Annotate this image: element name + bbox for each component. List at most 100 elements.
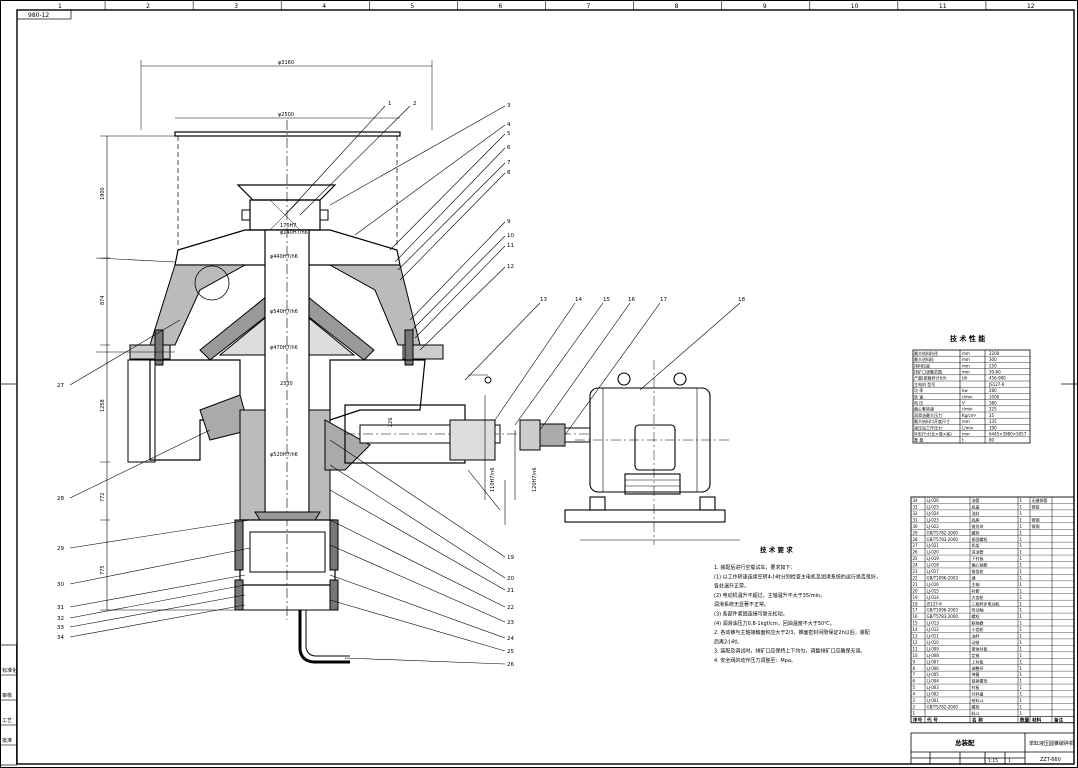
perf-value: 300 xyxy=(989,357,997,362)
perf-param: 外形尺寸(长×宽×高) xyxy=(914,431,952,437)
perf-unit: V xyxy=(962,401,965,406)
assembly-name: 总装配 xyxy=(955,738,975,747)
bom-cell: 1 xyxy=(913,711,916,716)
balloon-8: 8 xyxy=(507,170,511,176)
balloon-12: 12 xyxy=(507,264,514,270)
grid-col-1: 1 xyxy=(58,3,62,10)
perf-param: 主电机 型号 xyxy=(914,381,935,387)
bom-header: 材料 xyxy=(1031,717,1042,724)
bom-cell: 34 xyxy=(913,498,919,503)
bom-cell: 锥形块 xyxy=(972,523,984,529)
balloon-18: 18 xyxy=(738,297,745,303)
title-block xyxy=(910,732,1075,765)
bom-cell: 1 xyxy=(1020,704,1023,709)
bom-cell: 1 xyxy=(1020,511,1023,516)
bom-cell: 1 xyxy=(1020,659,1023,664)
balloon-33: 33 xyxy=(57,625,64,631)
bom-cell: 16 xyxy=(913,614,919,619)
dim-fit-3: φ540H7/h6 xyxy=(270,309,298,315)
strip-label-3: 工艺 xyxy=(2,718,12,724)
bom-cell: 1 xyxy=(1020,543,1023,548)
perf-value: 250 xyxy=(989,363,997,368)
bom-cell: 锁紧螺母 xyxy=(972,678,988,684)
perf-param: 排矿口调整范围 xyxy=(914,369,942,375)
bom-cell: LJ-005 xyxy=(927,672,940,677)
bom-cell: 铸铁 xyxy=(1032,504,1040,510)
bom-cell: 22 xyxy=(913,575,919,580)
bom-cell: LJ-011 xyxy=(927,634,940,639)
bom-cell: 主轴 xyxy=(972,581,980,587)
bom-cell: 锥体衬板 xyxy=(972,645,988,651)
leader-lines xyxy=(69,105,741,665)
dim-h1: 1900 xyxy=(100,187,106,200)
bom-cell: 8 xyxy=(913,666,916,671)
bom-cell: 大齿轮 xyxy=(972,594,984,600)
bom-cell: 18 xyxy=(913,601,919,606)
balloon-30: 30 xyxy=(57,582,64,588)
bom-cell: 1 xyxy=(1020,550,1023,555)
bom-cell: LJ-019 xyxy=(927,556,940,561)
bom-cell: 1 xyxy=(1020,672,1023,677)
dim-fit-2: φ440H7/h6 xyxy=(270,254,298,260)
balloon-17: 17 xyxy=(660,297,667,303)
bom-cell: LJ-006 xyxy=(927,666,940,671)
perf-param: 重 量 xyxy=(914,437,923,443)
balloon-10: 10 xyxy=(507,233,514,239)
tech-req-line: (4) 润滑油压力0.8-1kgf/cm，回油温度不大于50℃。 xyxy=(714,620,835,627)
bom-cell: 1 xyxy=(1020,530,1023,535)
bom-cell: 分料盘 xyxy=(972,691,984,697)
bom-cell: 1 xyxy=(1020,498,1023,503)
strip-label-4: 批准 xyxy=(2,737,12,744)
perf-param: 电 压 xyxy=(914,400,923,406)
bom-cell: 定锥 xyxy=(972,652,980,658)
bom-header: 代 号 xyxy=(926,717,938,724)
bom-cell: 1 xyxy=(1020,621,1023,626)
bom-cell: 偏心轴套 xyxy=(972,562,988,568)
bom-cell: 6 xyxy=(913,679,916,684)
balloon-2: 2 xyxy=(413,101,417,107)
bom-cell: 1 xyxy=(1020,563,1023,568)
bom-cell: LJ-004 xyxy=(927,679,940,684)
perf-unit: mm xyxy=(962,419,970,424)
bom-cell: GB/T1096-2003 xyxy=(927,575,959,580)
bom-cell: 33 xyxy=(913,505,919,510)
balloon-25: 25 xyxy=(507,649,514,655)
bom-cell: LJ-015 xyxy=(927,588,940,593)
bom-cell: LJ-010 xyxy=(927,640,940,645)
bom-cell: 油杯 xyxy=(972,633,980,639)
perf-param: 排料粒度 xyxy=(914,362,930,368)
balloon-9: 9 xyxy=(507,219,511,225)
balloon-16: 16 xyxy=(628,297,635,303)
bom-cell: 13 xyxy=(913,634,919,639)
tech-req-line: 2. 各动锥与主轴接触面积应大于2/3，锥面密封间隙保证2h以后，装配 xyxy=(714,629,870,636)
perf-unit: r/min xyxy=(962,394,973,399)
tech-req-line: (2) 电动机温升不超过，主轴温升不大于35/min。 xyxy=(714,592,825,599)
dim-h2: 874 xyxy=(100,295,106,305)
perf-value: 225 xyxy=(989,407,997,412)
motor-drawing xyxy=(564,360,740,545)
bom-cell: 4 xyxy=(913,692,916,697)
balloon-28: 28 xyxy=(57,496,64,502)
bom-cell: LJ-024 xyxy=(927,511,940,516)
bom-cell: 25 xyxy=(913,556,919,561)
bom-cell: 机架 xyxy=(972,542,980,548)
bom-cell: LJ-016 xyxy=(927,582,940,587)
dim-shaft: 170H7 xyxy=(280,223,296,229)
bom-cell: 1 xyxy=(1020,575,1023,580)
perf-value: 25 xyxy=(989,413,995,418)
title-block-text: 总装配 单缸液压圆锥破碎机 ZZT-660 1:15 1 xyxy=(955,738,1074,764)
bom-cell: 1 xyxy=(1020,505,1023,510)
balloon-20: 20 xyxy=(507,576,514,582)
bom-cell: 1 xyxy=(1020,627,1023,632)
bom-cell: LJ-001 xyxy=(927,698,940,703)
perf-value: 80 xyxy=(989,438,995,443)
bom-cell: 1 xyxy=(1020,653,1023,658)
bom-cell: 螺栓 xyxy=(972,613,980,619)
perf-value: 380 xyxy=(989,401,997,406)
grid-col-4: 4 xyxy=(322,3,326,10)
bom-cell: 动锥 xyxy=(972,639,980,645)
bom-cell: LJ-023 xyxy=(927,517,940,522)
bom-cell: 上衬板 xyxy=(972,658,984,664)
balloon-24: 24 xyxy=(507,636,514,642)
